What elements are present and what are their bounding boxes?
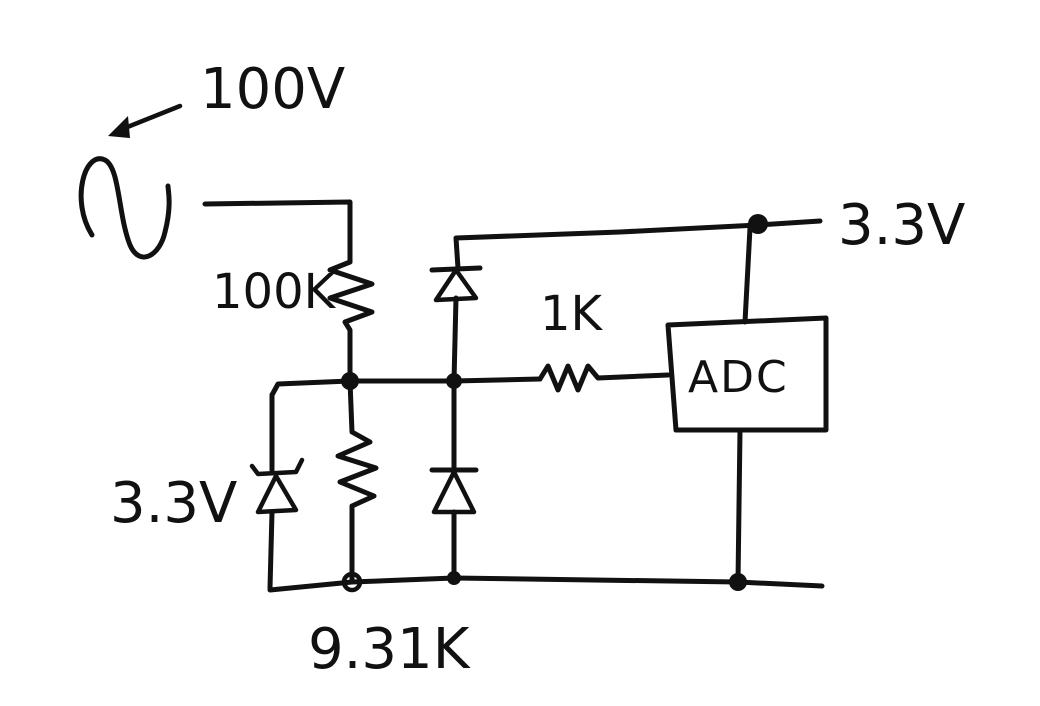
adc-supply-wire bbox=[742, 225, 753, 325]
supply-voltage-label: 3.3V bbox=[838, 193, 965, 258]
bottom-resistor-label: 9.31K bbox=[308, 617, 471, 682]
zener-voltage-label: 3.3V bbox=[110, 471, 237, 536]
adc-ground-wire bbox=[735, 427, 743, 585]
adc-block bbox=[665, 315, 829, 433]
source-voltage-label: 100V bbox=[200, 57, 345, 122]
source-arrow-head bbox=[108, 116, 130, 138]
series-resistor bbox=[537, 363, 671, 393]
zener-diode bbox=[249, 392, 305, 591]
ac-source-sine bbox=[78, 156, 172, 260]
source-wire bbox=[202, 199, 353, 265]
mid-wire bbox=[269, 376, 543, 398]
top-resistor-label: 100K bbox=[212, 264, 337, 320]
ground-node-left bbox=[341, 571, 363, 593]
supply-node bbox=[748, 214, 768, 234]
lower-clamp-diode bbox=[429, 378, 479, 579]
ac-source bbox=[78, 103, 183, 260]
top-resistor bbox=[327, 259, 375, 383]
upper-clamp-diode bbox=[429, 265, 483, 384]
adc-label: ADC bbox=[688, 352, 789, 403]
source-arrow-shaft bbox=[117, 103, 183, 133]
series-resistor-label: 1K bbox=[540, 286, 604, 342]
supply-rail bbox=[453, 218, 823, 271]
ground-node-mid bbox=[447, 571, 461, 585]
bottom-resistor bbox=[335, 378, 379, 583]
